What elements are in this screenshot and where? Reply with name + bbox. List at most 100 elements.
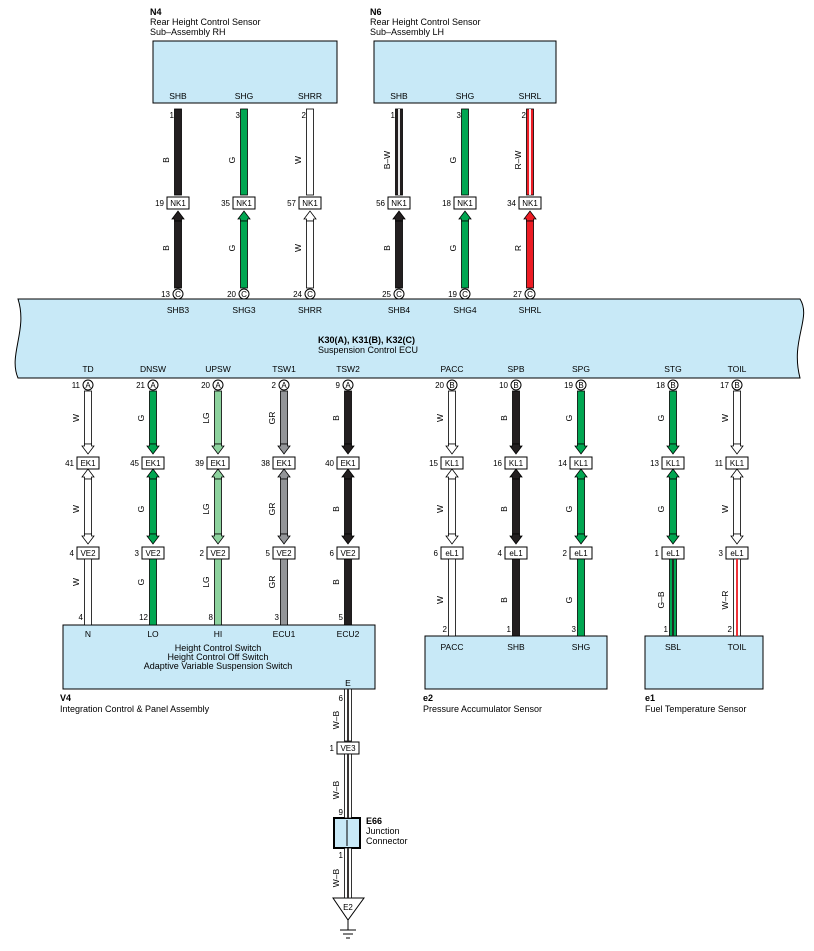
top-ecu-pin-name-0: SHB3 [167, 305, 189, 315]
br-color-c-1: B [499, 597, 509, 603]
bl-ecu-num-1: 21 [136, 381, 145, 390]
top-conn-5-box [518, 196, 542, 210]
br-ecu-num-0: 20 [435, 381, 444, 390]
bl-wire-b-2 [214, 478, 222, 535]
br-color-c-0: W [435, 596, 445, 604]
br-color-b-3: G [656, 506, 666, 513]
bl-wire-a-2 [214, 390, 222, 445]
top-wire-lower-2 [306, 220, 314, 289]
bl-c2-4-label: VE2 [340, 549, 356, 558]
top-conn-3-box [387, 196, 411, 210]
bl-ecu-num-3: 2 [272, 381, 277, 390]
br-wire-c-0 [448, 558, 456, 637]
br-arrow-b-0 [445, 468, 459, 480]
top-conn-num-5: 34 [507, 199, 516, 208]
br-wire-b-1 [512, 478, 520, 535]
br-c2-2-label: eL1 [574, 549, 588, 558]
bl-dev-pin-3: ECU1 [273, 629, 296, 639]
top-ecu-num-5: 27 [513, 290, 522, 299]
bl-arrow-c-4 [341, 533, 355, 545]
bl-wire-a-0 [84, 390, 92, 445]
ecu-name: Suspension Control ECU [318, 345, 418, 355]
top-ecu-pin-3-circle [393, 288, 405, 300]
bl-c1-3-label: EK1 [276, 459, 292, 468]
n6-sensor-box [373, 40, 557, 104]
bl-color-b-1: G [136, 506, 146, 513]
bl-c2-2-label: VE2 [210, 549, 226, 558]
br-ecu-pin-0-circle [446, 379, 458, 391]
ground-dev-pin: E [345, 678, 351, 688]
top-pin-name-5: SHRL [519, 91, 542, 101]
ground-color-c: W–B [331, 868, 341, 887]
bl-ecu-pin-name-4: TSW2 [336, 364, 360, 374]
bl-c1-num-3: 38 [261, 459, 270, 468]
bl-arrow-a-3 [277, 443, 291, 455]
br-dev-pin-0: PACC [441, 642, 464, 652]
bl-arrow-a-2 [211, 443, 225, 455]
bl-c2-num-4: 6 [330, 549, 335, 558]
br-ecu-pin-name-0: PACC [441, 364, 464, 374]
top-pin-num-2: 2 [302, 111, 307, 120]
bl-ecu-pin-2-circle [212, 379, 224, 391]
bl-ecu-pin-2-letter: A [215, 381, 221, 390]
top-ecu-pin-5-circle [524, 288, 536, 300]
v4-code: V4 [60, 693, 71, 703]
br-arrow-a-3 [666, 443, 680, 455]
br-dev-pin-3: SBL [665, 642, 681, 652]
bl-c1-0-label: EK1 [80, 459, 96, 468]
bl-c1-num-0: 41 [65, 459, 74, 468]
bl-arrow-b-0 [81, 468, 95, 480]
top-wire-upper-4 [461, 108, 469, 196]
br-ecu-pin-3-circle [667, 379, 679, 391]
bl-wire-c-4 [344, 558, 352, 626]
top-ecu-num-0: 13 [161, 290, 170, 299]
e1-box [644, 635, 764, 690]
ecu-body [14, 298, 805, 379]
br-c2-num-1: 4 [498, 549, 503, 558]
br-color-a-1: B [499, 415, 509, 421]
br-arrow-b-3 [666, 468, 680, 480]
br-wire-a-2 [577, 390, 585, 445]
top-ecu-pin-name-5: SHRL [519, 305, 542, 315]
br-c1-num-2: 14 [558, 459, 567, 468]
bl-dev-pin-0: N [85, 629, 91, 639]
br-color-a-2: G [564, 415, 574, 422]
top-conn-1-box [232, 196, 256, 210]
bl-dev-num-1: 12 [139, 613, 148, 622]
bl-color-a-2: LG [201, 412, 211, 423]
n4-code: N4 [150, 7, 162, 17]
bl-dev-num-0: 4 [79, 613, 84, 622]
bl-ecu-pin-name-2: UPSW [205, 364, 231, 374]
top-ecu-pin-1-circle [238, 288, 250, 300]
n4-sensor-box [152, 40, 338, 104]
v4-inner-line1: Height Control Switch [175, 643, 262, 653]
br-ecu-num-1: 10 [499, 381, 508, 390]
br-color-c-3: G–B [656, 591, 666, 608]
ground-dev-num: 6 [339, 694, 344, 703]
top-ecu-pin-4-circle [459, 288, 471, 300]
br-color-c-4: W–R [720, 591, 730, 610]
ground-color-b: W–B [331, 780, 341, 799]
top-wire-upper-1 [240, 108, 248, 196]
bl-c2-num-3: 5 [266, 549, 271, 558]
br-c1-4-label: KL1 [730, 459, 745, 468]
top-wire-color-2: W [293, 156, 303, 164]
bl-c2-num-0: 4 [70, 549, 75, 558]
bl-arrow-a-0 [81, 443, 95, 455]
top-pin-num-3: 1 [391, 111, 396, 120]
top-conn-5-label: NK1 [522, 199, 538, 208]
top-pin-name-4: SHG [456, 91, 474, 101]
bl-c2-0-label: VE2 [80, 549, 96, 558]
bl-wire-a-3 [280, 390, 288, 445]
bl-arrow-c-2 [211, 533, 225, 545]
v4-inner-line2: Height Control Off Switch [168, 652, 269, 662]
br-arrow-c-4 [730, 533, 744, 545]
top-wire-lower-color-4: G [448, 245, 458, 252]
bl-c1-4-label: EK1 [340, 459, 356, 468]
top-ecu-pin-name-2: SHRR [298, 305, 322, 315]
bl-wire-b-4 [344, 478, 352, 535]
top-ecu-pin-name-4: SHG4 [453, 305, 476, 315]
br-arrow-c-3 [666, 533, 680, 545]
e66-line2: Connector [366, 836, 408, 846]
br-c1-2-label: KL1 [574, 459, 589, 468]
